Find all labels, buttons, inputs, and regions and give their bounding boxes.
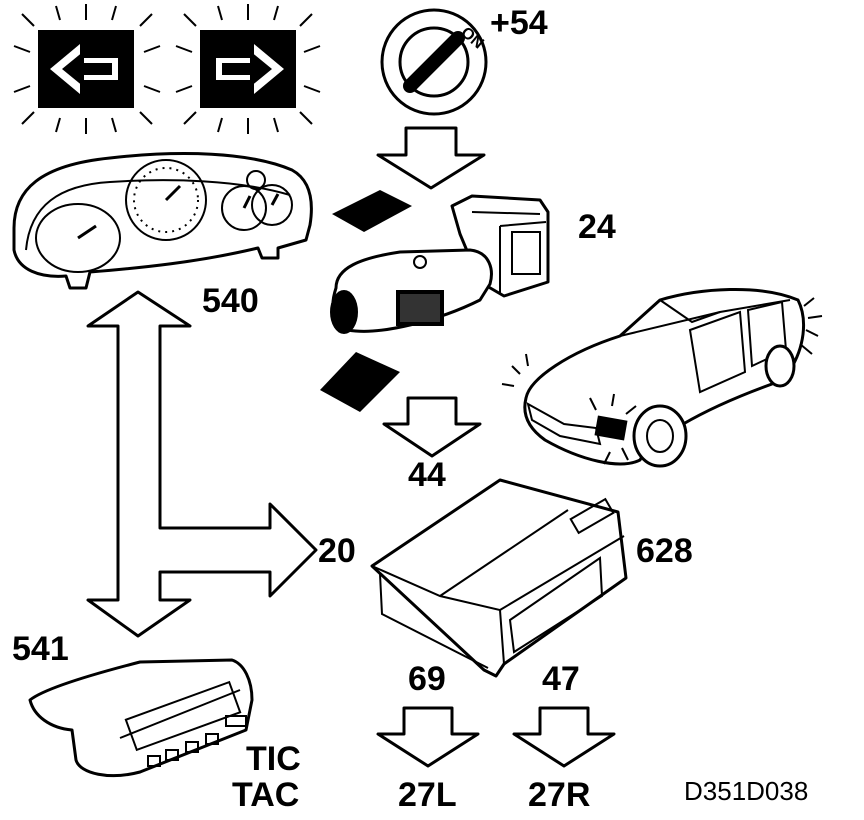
tac-label: TAC <box>232 776 299 814</box>
ignition-terminal-label: +54 <box>490 4 548 42</box>
left-turn-indicator-icon <box>13 4 161 134</box>
rear-right-arrow <box>512 706 616 768</box>
stalk-label: 24 <box>578 208 616 246</box>
info-display <box>28 658 254 778</box>
rear-left-arrow <box>376 706 480 768</box>
tic-label: TIC <box>246 740 301 778</box>
cluster-label: 540 <box>202 282 259 320</box>
drawing-reference: D351D038 <box>684 776 808 806</box>
rear-left-label: 27L <box>398 776 457 814</box>
turn-signal-stalk <box>320 190 550 412</box>
module-label: 628 <box>636 532 693 570</box>
right-turn-indicator-icon <box>175 4 321 134</box>
stalk-to-front-lights-arrow <box>382 396 482 458</box>
car-illustration <box>501 288 823 468</box>
display-label: 541 <box>12 630 69 668</box>
cluster-to-display-arrow <box>86 290 318 638</box>
bus-label: 20 <box>318 532 356 570</box>
control-module <box>370 478 628 678</box>
instrument-cluster <box>12 152 313 290</box>
pin-left-label: 69 <box>408 660 446 698</box>
rear-right-label: 27R <box>528 776 590 814</box>
pin-right-label: 47 <box>542 660 580 698</box>
ignition-to-stalk-arrow <box>376 126 486 190</box>
front-lights-label: 44 <box>408 456 446 494</box>
ignition-key-icon: ON <box>380 8 488 116</box>
